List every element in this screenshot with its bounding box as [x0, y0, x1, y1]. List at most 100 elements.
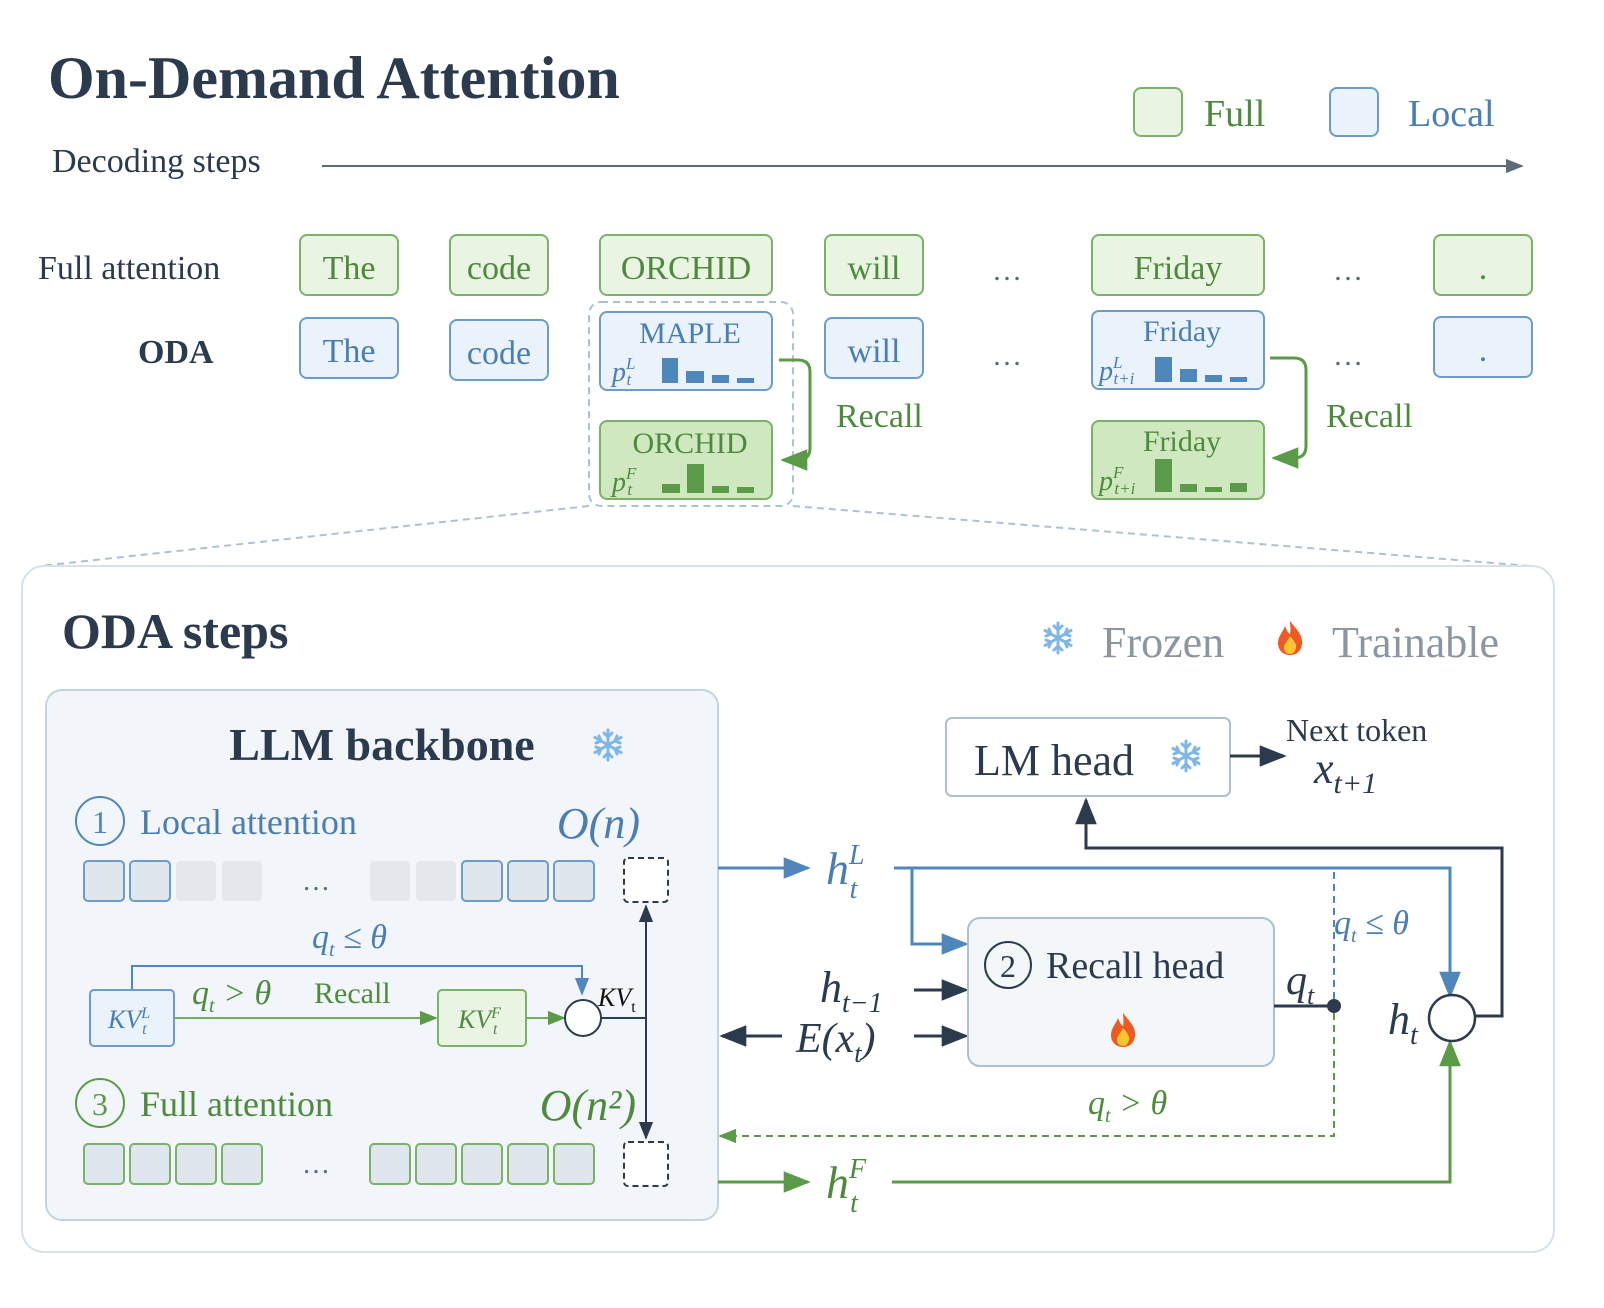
- legend-full-label: Full: [1204, 93, 1265, 135]
- full-candidate-token: Friday: [1143, 425, 1221, 458]
- q-t-high-branch: [718, 1013, 1335, 1144]
- oda-token: The: [323, 333, 376, 370]
- new-token-slot-full: [623, 1141, 669, 1187]
- full-token-box: [449, 234, 549, 296]
- q-t-high-label: qt > θ: [1088, 1085, 1167, 1127]
- full-token: code: [467, 250, 531, 287]
- full-token: Friday: [1134, 250, 1223, 287]
- step-3-badge: [75, 1078, 125, 1128]
- ellipsis: …: [992, 254, 1022, 287]
- q-t-low-label: qt ≤ θ: [1334, 905, 1409, 947]
- prob-bars-full: [1155, 459, 1247, 492]
- panel-title: ODA steps: [62, 603, 288, 659]
- oda-token: .: [1479, 332, 1488, 369]
- h-t-label: ht: [1388, 995, 1419, 1051]
- recall-head-label: Recall head: [1046, 945, 1224, 987]
- ellipsis: …: [1333, 254, 1363, 287]
- oda-token-box: [824, 317, 924, 379]
- frozen-label: Frozen: [1102, 618, 1224, 667]
- step-3-number: 3: [92, 1086, 108, 1122]
- full-token: will: [848, 250, 901, 287]
- prob-bars-local: [662, 358, 754, 383]
- full-token: .: [1479, 250, 1488, 287]
- full-token-box: [1091, 234, 1265, 296]
- recall-label: Recall: [836, 398, 923, 435]
- step-1-label: Local attention: [140, 802, 357, 842]
- local-candidate-box: [599, 311, 773, 391]
- x-next-label: xt+1: [1313, 744, 1377, 800]
- ellipsis: …: [1333, 339, 1363, 372]
- h-full-to-combine: [892, 1039, 1461, 1184]
- h-prev-label: ht−1: [820, 963, 883, 1019]
- h-t-to-lm-head: [1075, 797, 1504, 1018]
- ellipsis: …: [302, 866, 330, 897]
- full-token-box: [299, 234, 399, 296]
- full-token-box: [1433, 234, 1533, 296]
- local-candidate-token: Friday: [1143, 315, 1221, 348]
- step-1-complexity: O(n): [557, 799, 640, 848]
- local-candidate-box: [1091, 310, 1265, 390]
- h-local-to-combine: [894, 866, 1461, 999]
- local-kv-cache-row: …: [83, 860, 595, 902]
- prob-bars-local: [1155, 357, 1247, 382]
- recall-bracket: [779, 358, 812, 471]
- cond-low-label: qt ≤ θ: [312, 919, 387, 961]
- local-path: [131, 965, 590, 996]
- lm-head-label: LM head: [974, 736, 1134, 785]
- oda-token: will: [848, 333, 901, 370]
- kv-merge-node: [564, 999, 602, 1037]
- step-2-badge: [984, 941, 1032, 989]
- next-token-label: Next token: [1286, 712, 1427, 748]
- full-candidate-token: ORCHID: [632, 427, 747, 460]
- full-candidate-box: [599, 420, 773, 500]
- h-local-to-recall-head: [910, 868, 969, 955]
- q-t-label: qt: [1286, 958, 1315, 1010]
- backbone-title: LLM backbone: [229, 719, 534, 770]
- llm-backbone-box: [45, 689, 719, 1221]
- full-kv-cache-row: …: [83, 1143, 595, 1185]
- legend-local-label: Local: [1408, 93, 1495, 135]
- step-3-complexity: O(n²): [540, 1081, 636, 1130]
- cond-high-label: qt > θ: [192, 975, 271, 1017]
- recall-label: Recall: [1326, 398, 1413, 435]
- step-1-badge: [75, 796, 125, 846]
- step-3-label: Full attention: [140, 1084, 333, 1124]
- trainable-label: Trainable: [1332, 618, 1499, 667]
- decoding-steps-label: Decoding steps: [52, 143, 261, 180]
- legend-local-swatch: [1329, 87, 1379, 137]
- full-token: The: [323, 250, 376, 287]
- step-1-number: 1: [92, 804, 108, 840]
- h-t-combine-node: [1427, 993, 1477, 1043]
- zoom-line-right: [792, 505, 1531, 567]
- full-token: ORCHID: [621, 250, 751, 287]
- prob-bars-full: [662, 464, 754, 493]
- row-label-full: Full attention: [38, 250, 220, 287]
- page-title: On-Demand Attention: [48, 45, 620, 111]
- local-candidate-token: MAPLE: [639, 317, 741, 350]
- recall-small-label: Recall: [314, 977, 391, 1010]
- ellipsis: …: [992, 339, 1022, 372]
- oda-token: code: [467, 335, 531, 372]
- legend-full-swatch: [1133, 87, 1183, 137]
- e-xt-label: E(xt): [795, 1016, 876, 1068]
- zoom-line-left: [39, 505, 590, 567]
- ellipsis: …: [302, 1149, 330, 1180]
- full-token-box: [824, 234, 924, 296]
- new-token-slot-local: [623, 857, 669, 903]
- full-token-row: The code ORCHID will … Friday … .: [299, 234, 1533, 296]
- kv-t-label: KVt: [597, 983, 636, 1016]
- recall-head-box: [967, 917, 1275, 1067]
- zoom-group-outline: [588, 301, 794, 507]
- oda-token-box: [1433, 316, 1533, 378]
- row-label-oda: ODA: [138, 334, 214, 371]
- recall-bracket: [1270, 356, 1308, 469]
